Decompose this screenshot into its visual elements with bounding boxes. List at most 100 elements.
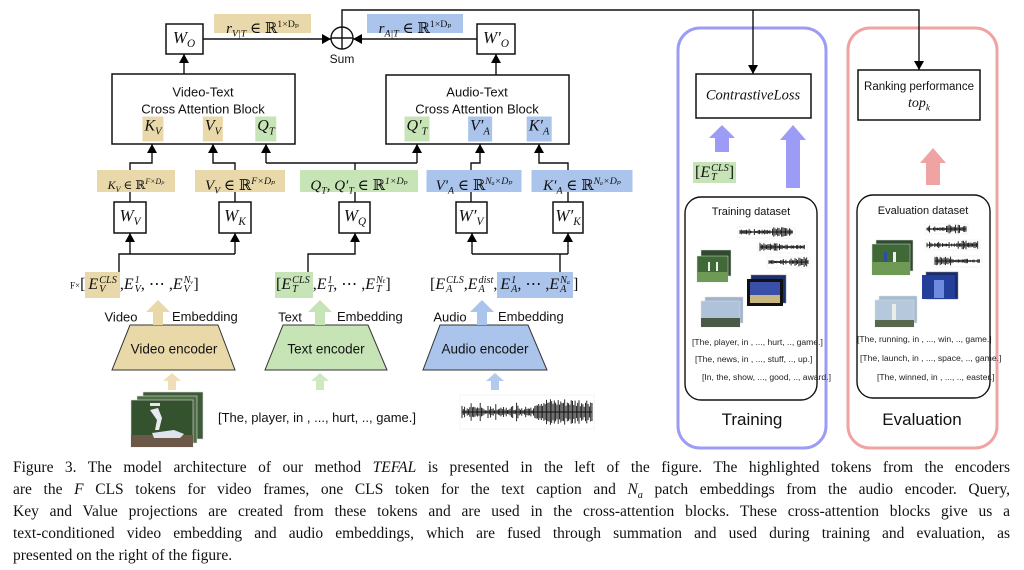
video-text-block-title: Video-Text bbox=[172, 84, 234, 100]
caption-text: are the bbox=[13, 481, 75, 498]
wq-label: WQ bbox=[344, 206, 366, 228]
w-subscript: K bbox=[573, 216, 581, 229]
w-base: W′ bbox=[458, 205, 477, 225]
ellipsis: , ⋯ , bbox=[517, 276, 550, 293]
audio-input-arrow-icon bbox=[486, 373, 504, 390]
text-modality-label: Text bbox=[278, 309, 302, 325]
subscript: T bbox=[292, 284, 298, 296]
close-bracket: ] bbox=[572, 276, 579, 293]
close-bracket: ] bbox=[193, 276, 199, 293]
separator: , bbox=[463, 276, 468, 293]
wv-label: WV bbox=[119, 206, 140, 228]
proj-second-subscript: T bbox=[348, 185, 354, 197]
proj-subscript: V bbox=[214, 185, 221, 197]
member-of-reals: ∈ ℝ bbox=[398, 20, 430, 37]
waveform-path bbox=[934, 256, 980, 266]
proj-base: V′ bbox=[435, 177, 449, 194]
token-base: E bbox=[365, 276, 376, 293]
evaluation-dataset-arrow-icon bbox=[920, 148, 946, 185]
member-of-reals: ∈ ℝ bbox=[246, 20, 278, 37]
r-base: r bbox=[226, 20, 232, 37]
frame-count-symbol: F bbox=[74, 481, 84, 498]
close-bracket: ] bbox=[728, 164, 735, 181]
audio-encoder-shape bbox=[422, 324, 548, 371]
waveform-path bbox=[926, 224, 967, 234]
subscript: T bbox=[711, 172, 717, 184]
proj-subscript: A bbox=[556, 185, 563, 197]
token-base: E bbox=[467, 276, 478, 293]
wk-box bbox=[218, 201, 252, 234]
proj-superscript: Nₐ×Dₚ bbox=[485, 176, 513, 187]
training-text-cls-arrow-icon bbox=[709, 125, 735, 152]
member-of-reals: ∈ ℝ bbox=[353, 177, 385, 194]
top-k-label: topk bbox=[908, 96, 930, 113]
wo-prime-box bbox=[476, 23, 516, 55]
token-subscript: V bbox=[155, 126, 162, 138]
wk-prime-box bbox=[552, 201, 584, 234]
superscript: 1 bbox=[511, 274, 517, 286]
token-vv: VV bbox=[202, 116, 224, 142]
token-base: V bbox=[204, 117, 215, 135]
evaluation-caption-2: [The, launch, in , ..., space, .., game.… bbox=[860, 353, 1002, 363]
token-base: E bbox=[172, 276, 183, 293]
projection-label-qt: QT, Q′T ∈ ℝ1×Dₚ bbox=[300, 170, 418, 197]
video-encoder-shape bbox=[111, 324, 236, 371]
w-base: W bbox=[119, 205, 134, 225]
superscript: CLS bbox=[711, 162, 729, 174]
text-embedding-arrow-icon bbox=[308, 300, 332, 325]
projection-label-ka-prime: K′A ∈ ℝNₐ×Dₚ bbox=[531, 170, 633, 197]
audio-encoder-label: Audio encoder bbox=[441, 341, 529, 357]
proj-superscript: F×Dₚ bbox=[251, 176, 276, 187]
token-base: E bbox=[316, 276, 327, 293]
wv-prime-box bbox=[455, 201, 488, 234]
token-subscript: V bbox=[214, 126, 222, 138]
open-bracket: [ bbox=[80, 276, 86, 293]
token-base: E bbox=[549, 276, 560, 293]
token-base: K bbox=[144, 117, 156, 135]
close-bracket: ] bbox=[385, 276, 391, 293]
patch-count-symbol: Na bbox=[627, 481, 642, 501]
proj-subscript: A bbox=[448, 185, 455, 197]
evaluation-panel-label: Evaluation bbox=[882, 410, 962, 429]
w-subscript: O bbox=[500, 38, 509, 51]
proj-superscript: 1×Dₚ bbox=[384, 176, 408, 187]
caption-line-2: are the F CLS tokens for video frames, o… bbox=[13, 479, 1010, 507]
token-ka-prime: K′A bbox=[526, 116, 552, 142]
ellipsis: , ⋯ , bbox=[140, 276, 173, 293]
proj-subscript: V bbox=[115, 184, 121, 194]
caption-text: Figure 3. The model architecture of our … bbox=[13, 459, 373, 476]
token-base: E bbox=[700, 164, 711, 181]
training-video-thumbnails bbox=[696, 249, 787, 328]
r-base: r bbox=[378, 20, 385, 37]
training-caption-3: [In, the, show, ..., good, .., award.] bbox=[702, 372, 831, 382]
subscript: T bbox=[327, 284, 334, 296]
contrastive-loss-label: ContrastiveLoss bbox=[705, 87, 801, 104]
open-bracket: [ bbox=[276, 276, 282, 293]
wo-prime-label: W′O bbox=[483, 28, 509, 50]
w-subscript: V bbox=[133, 216, 141, 229]
proj-base: Q bbox=[310, 177, 322, 194]
training-dataset-title: Training dataset bbox=[711, 206, 791, 218]
wo-box bbox=[165, 23, 204, 55]
token-base: K′ bbox=[528, 117, 543, 135]
caption-line-1: Figure 3. The model architecture of our … bbox=[13, 457, 1010, 479]
caption-line-4: text-conditioned video embedding and aud… bbox=[13, 525, 1010, 542]
w-base: W′ bbox=[483, 27, 501, 47]
video-frames-thumbnail bbox=[130, 391, 204, 448]
evaluation-panel bbox=[846, 26, 999, 450]
evaluation-video-thumbnails bbox=[871, 239, 959, 328]
